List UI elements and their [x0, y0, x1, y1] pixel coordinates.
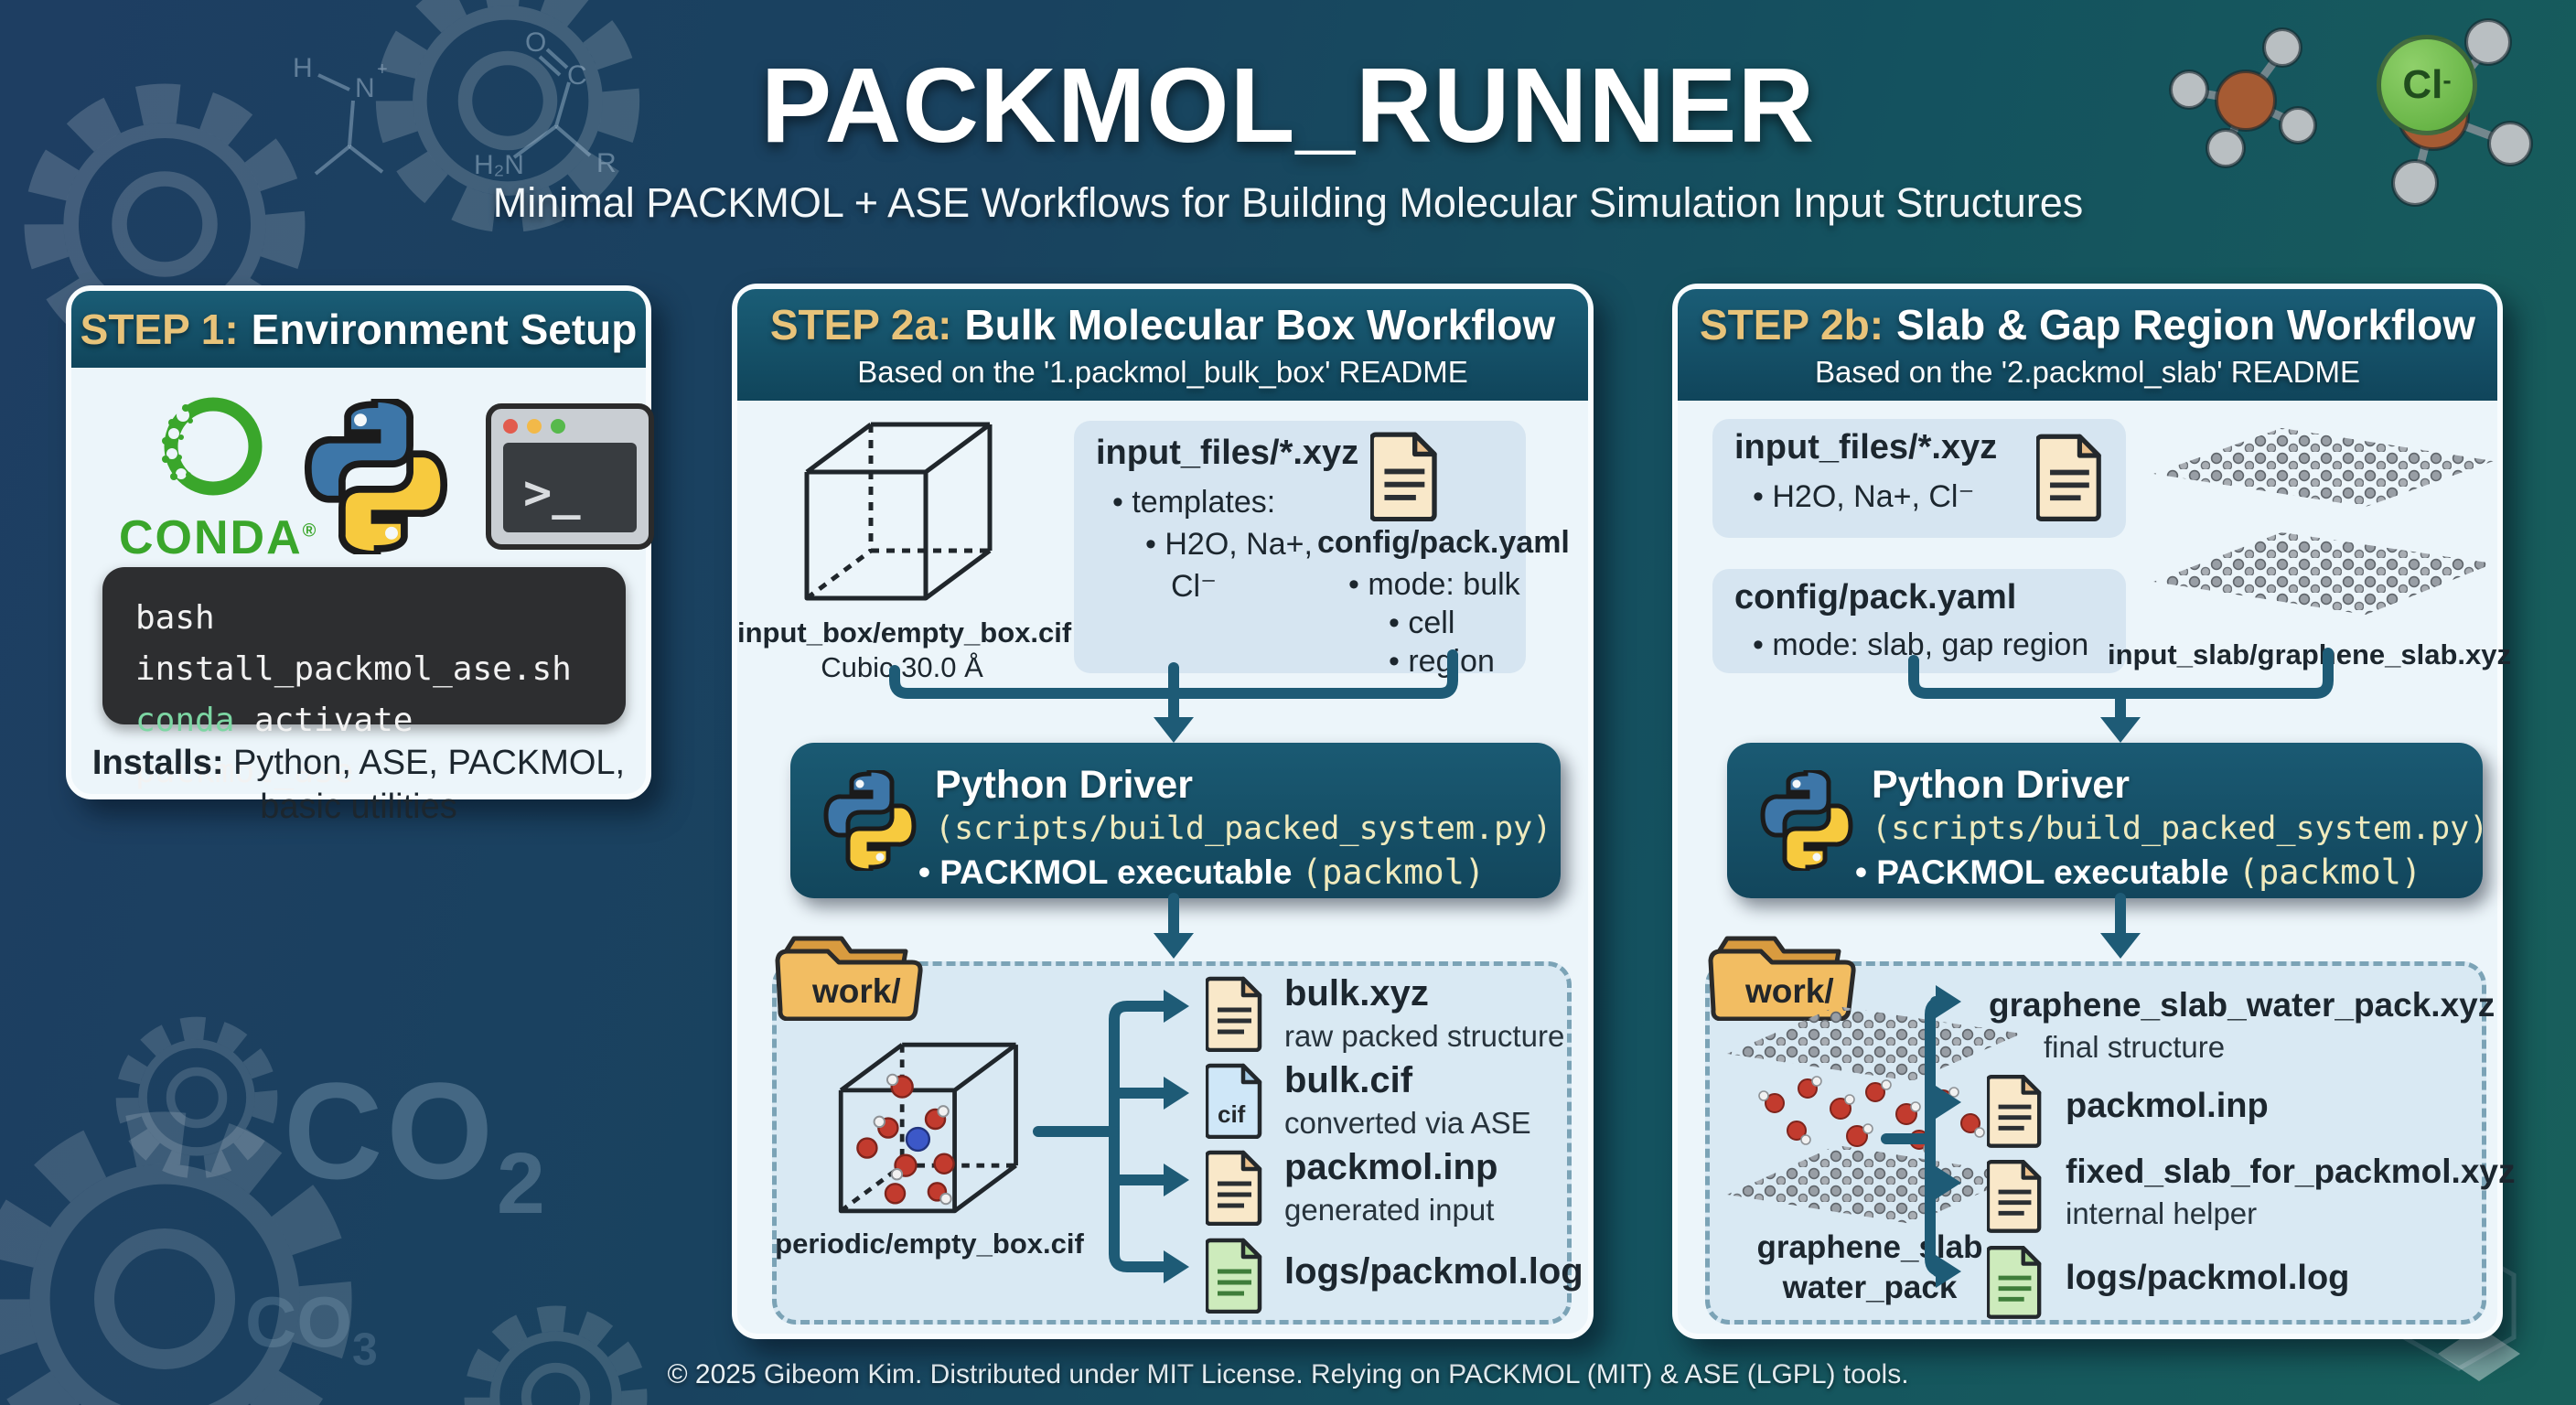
cif-badge-text: cif: [1218, 1100, 1246, 1128]
step2a-inputs-bullet2: • H2O, Na+,: [1145, 527, 1313, 562]
step2a-heading: STEP 2a:Bulk Molecular Box Workflow: [769, 301, 1556, 349]
output-sub: raw packed structure: [1284, 1019, 1565, 1053]
terminal-icon: >_: [486, 403, 654, 550]
installs-note: Installs: Python, ASE, PACKMOL, basic ut…: [91, 744, 626, 826]
output-title: packmol.inp: [1284, 1147, 1498, 1187]
step1-heading: STEP 1:Environment Setup: [80, 306, 638, 353]
work-folder-icon: work/: [775, 936, 923, 1021]
python-logo-icon: [298, 399, 454, 554]
code-line-2: conda activate packmol_ase: [135, 702, 413, 790]
output-title: packmol.inp: [2066, 1087, 2269, 1125]
empty-box-label: input_box/empty_box.cif: [737, 617, 1072, 649]
code-line-1: bash install_packmol_ase.sh: [135, 599, 572, 688]
empty-box-sublabel: Cubic 30.0 Å: [821, 651, 983, 683]
install-code-block: bash install_packmol_ase.sh conda activa…: [102, 567, 626, 790]
xyz-file-icon: [2036, 428, 2104, 523]
gears-bottom-left: [0, 960, 732, 1405]
step2b-inputs-bullet1: • H2O, Na+, Cl⁻: [1753, 479, 1975, 514]
output-sub: internal helper: [2066, 1196, 2258, 1230]
file-icon-fixed-slab: [1987, 1156, 2044, 1233]
step2a-inputs-bullet1: • templates:: [1112, 485, 1276, 520]
step1-card: STEP 1:Environment Setup CONDA® >_ bash …: [66, 285, 654, 826]
step2a-header: STEP 2a:Bulk Molecular Box Workflow Base…: [737, 289, 1588, 401]
output-title: logs/packmol.log: [1284, 1251, 1583, 1292]
step2b-inputs-title: input_files/*.xyz: [1734, 428, 1998, 467]
packed-box-drawing: [838, 1042, 1018, 1214]
conda-logo-label: CONDA®: [119, 511, 318, 564]
conda-logo-icon: [162, 397, 263, 496]
driver-title: Python Driver: [1872, 763, 2130, 807]
output-sub: final structure: [2044, 1030, 2226, 1064]
python-logo-icon: [1756, 770, 1857, 871]
step2b-config-title: config/pack.yaml: [1734, 578, 2017, 617]
terminal-prompt-glyph: >_: [523, 466, 581, 520]
step2b-python-driver: Python Driver (scripts/build_packed_syst…: [1727, 743, 2488, 898]
work-folder-icon: work/: [1708, 936, 1856, 1021]
packed-box-label: periodic/empty_box.cif: [775, 1228, 1084, 1260]
work-folder-label: work/: [811, 972, 901, 1010]
step2b-header: STEP 2b:Slab & Gap Region Workflow Based…: [1678, 289, 2497, 401]
step2b-subheading: Based on the '2.packmol_slab' README: [1815, 355, 2360, 389]
output-title: bulk.xyz: [1284, 973, 1429, 1014]
graphene-slab-label: input_slab/graphene_slab.xyz: [2108, 638, 2512, 670]
file-icon-packmol-log: [1206, 1235, 1264, 1314]
empty-box-cube-drawing: [804, 422, 993, 601]
graphene-water-pack-drawing: [1727, 1006, 2022, 1224]
file-icon-packmol-log: [1987, 1242, 2044, 1319]
co2-background-text: CO2: [284, 1054, 549, 1232]
work-folder-label: work/: [1744, 972, 1834, 1010]
step2a-card: STEP 2a:Bulk Molecular Box Workflow Base…: [732, 284, 1594, 1339]
page-title: PACKMOL_RUNNER: [760, 46, 1816, 165]
step2b-config-bullet1: • mode: slab, gap region: [1753, 627, 2089, 662]
driver-script-path: (scripts/build_packed_system.py): [1872, 810, 2489, 847]
output-sub: generated input: [1284, 1193, 1495, 1227]
driver-exec-line: • PACKMOL executable (packmol): [1855, 853, 2422, 892]
yaml-file-icon: [1370, 428, 1440, 521]
step2a-config-bullet3: • region: [1389, 644, 1495, 679]
page-subtitle: Minimal PACKMOL + ASE Workflows for Buil…: [492, 179, 2084, 226]
file-icon-packmol-inp: [1987, 1071, 2044, 1148]
step2a-python-driver: Python Driver (scripts/build_packed_syst…: [790, 743, 1561, 898]
graphene-slab-drawing-top: [2153, 428, 2494, 507]
python-logo-icon: [820, 770, 920, 871]
step2b-heading: STEP 2b:Slab & Gap Region Workflow: [1699, 301, 2476, 349]
step2a-config-bullet2: • cell: [1389, 606, 1455, 640]
step2a-inputs-title: input_files/*.xyz: [1096, 434, 1359, 472]
step2a-inputs-panel: [1074, 421, 1526, 673]
step1-header: STEP 1:Environment Setup: [71, 291, 646, 368]
driver-script-path: (scripts/build_packed_system.py): [935, 810, 1552, 847]
output-title: fixed_slab_for_packmol.xyz: [2066, 1153, 2516, 1190]
file-icon-packmol-inp: [1206, 1147, 1264, 1226]
output-title: logs/packmol.log: [2066, 1259, 2350, 1297]
file-icon-bulk-xyz: [1206, 973, 1264, 1052]
driver-title: Python Driver: [935, 763, 1193, 807]
step2b-card: STEP 2b:Slab & Gap Region Workflow Based…: [1672, 284, 2516, 1339]
output-title: bulk.cif: [1284, 1060, 1413, 1100]
step2a-config-bullet1: • mode: bulk: [1348, 567, 1520, 602]
step2a-inputs-bullet3: Cl⁻: [1171, 569, 1218, 604]
driver-exec-line: • PACKMOL executable (packmol): [918, 853, 1486, 892]
output-sub: converted via ASE: [1284, 1106, 1531, 1140]
footer-credit: © 2025 Gibeom Kim. Distributed under MIT…: [667, 1359, 1909, 1389]
graphene-slab-drawing-bottom: [2153, 532, 2494, 615]
file-icon-bulk-cif: cif: [1206, 1060, 1264, 1139]
step2a-config-title: config/pack.yaml: [1317, 525, 1570, 560]
step2a-subheading: Based on the '1.packmol_bulk_box' README: [857, 355, 1468, 389]
output-title: graphene_slab_water_pack.xyz: [1989, 986, 2496, 1024]
